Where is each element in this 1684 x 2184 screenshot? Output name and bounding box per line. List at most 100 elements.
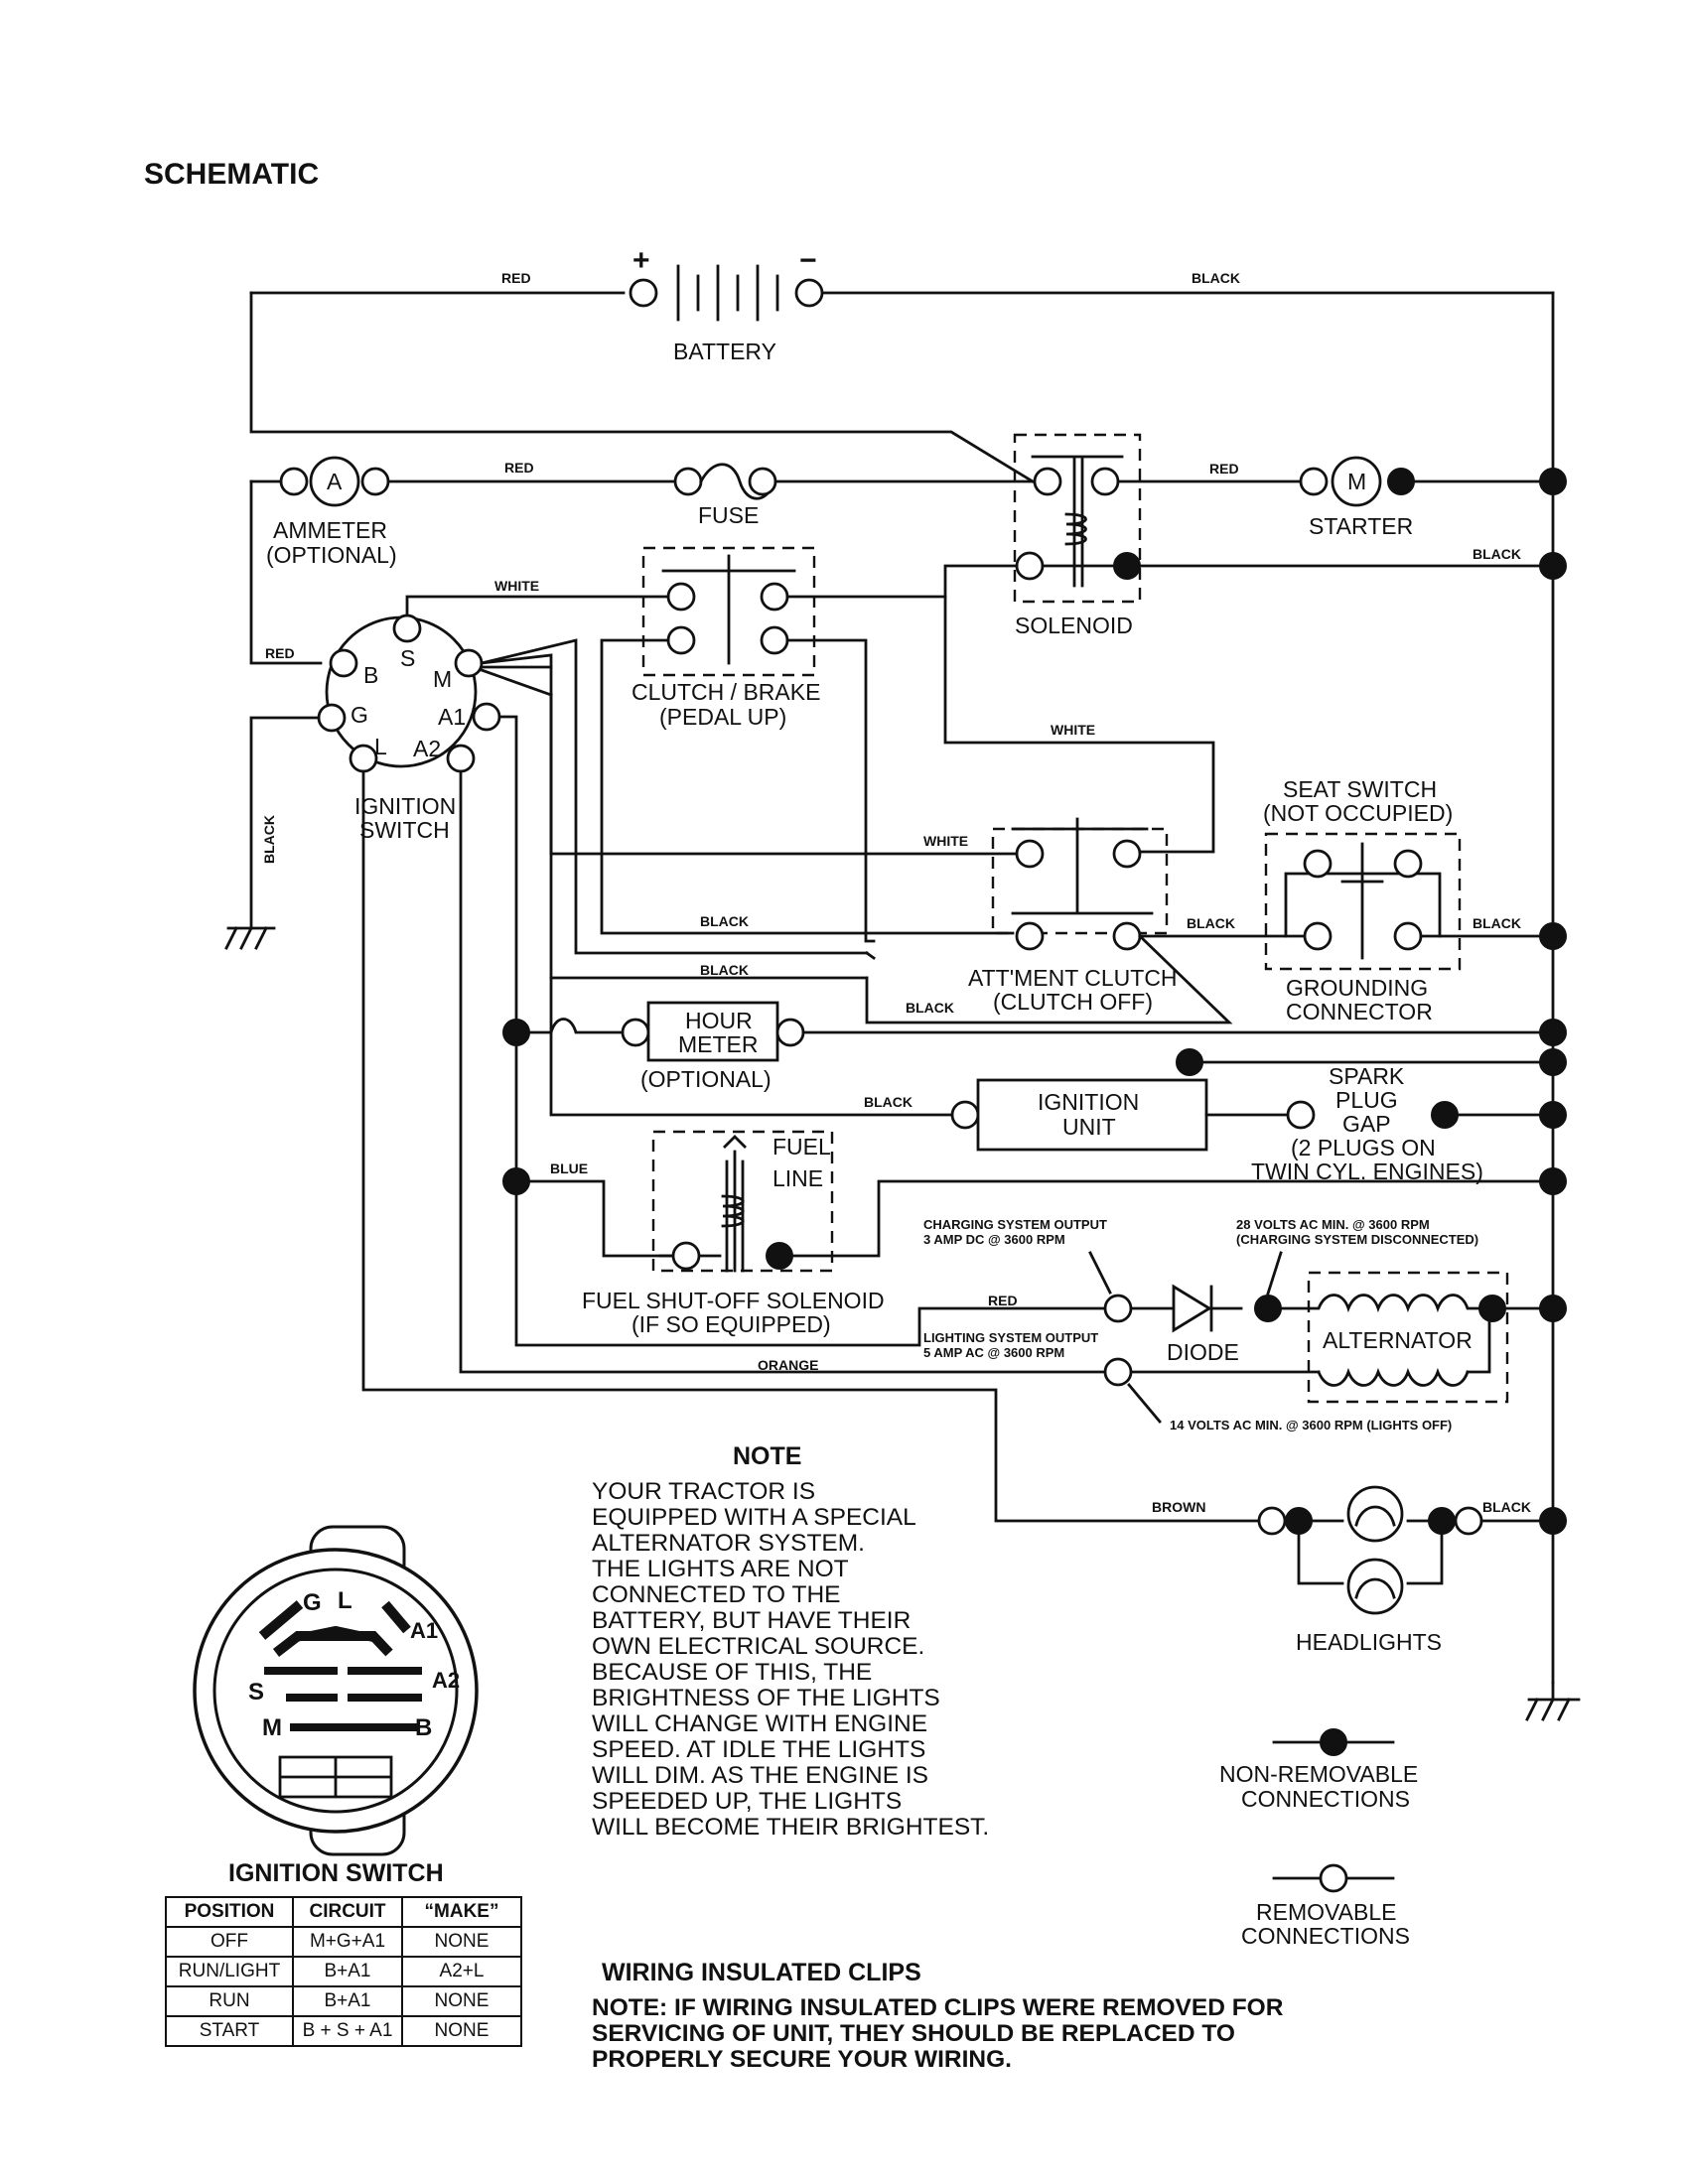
battery-minus-label: − [799, 244, 817, 277]
ignition-unit-label: IGNITION [1038, 1089, 1139, 1115]
note-line: WILL BECOME THEIR BRIGHTEST. [592, 1814, 989, 1841]
note-line: ALTERNATOR SYSTEM. [592, 1530, 865, 1557]
ignition-switch-table: POSITION CIRCUIT “MAKE” OFF M+G+A1 NONE … [165, 1896, 522, 2047]
ign-terminal-a1: A1 [438, 704, 466, 730]
ign-terminal-m: M [433, 666, 452, 692]
seat-switch-label: SEAT SWITCH [1283, 776, 1437, 802]
table-row: RUN/LIGHT B+A1 A2+L [165, 1956, 522, 1987]
spark-label: SPARK [1329, 1063, 1405, 1089]
ammeter: A AMMETER (OPTIONAL) RED [249, 456, 397, 665]
wire-ign-a1 [497, 715, 518, 1034]
note-line: WILL DIM. AS THE ENGINE IS [592, 1762, 928, 1789]
ign-terminal-l: L [374, 734, 387, 759]
wire-clutch-left [600, 638, 1015, 935]
table-row: OFF M+G+A1 NONE [165, 1926, 522, 1958]
table-cell: B+A1 [292, 1956, 403, 1987]
battery-label: BATTERY [673, 339, 776, 364]
table-cell: RUN/LIGHT [165, 1956, 294, 1987]
spark-plug-gap: SPARK PLUG GAP (2 PLUGS ON TWIN CYL. ENG… [1251, 1063, 1483, 1184]
volts28-disconnected: (CHARGING SYSTEM DISCONNECTED) [1236, 1232, 1478, 1247]
clips-heading: WIRING INSULATED CLIPS [602, 1959, 921, 1986]
table-header: “MAKE” [401, 1896, 522, 1928]
hour-meter-optional: (OPTIONAL) [640, 1066, 772, 1092]
ignition-unit: IGNITION UNIT [950, 1078, 1208, 1152]
headlights-label: HEADLIGHTS [1296, 1629, 1442, 1655]
table-cell: START [165, 2015, 294, 2047]
note-line: YOUR TRACTOR IS [592, 1478, 815, 1505]
legend-nonremovable-label-2: CONNECTIONS [1241, 1786, 1410, 1812]
legend-removable: REMOVABLE CONNECTIONS [1241, 1863, 1410, 1949]
seat-switch: SEAT SWITCH (NOT OCCUPIED) GROUNDING CON… [1263, 776, 1462, 1024]
wire-ign-l [361, 769, 1261, 1523]
table-row: RUN B+A1 NONE [165, 1985, 522, 2017]
wire-label-red-charging: RED [988, 1293, 1018, 1308]
wire-label-black-ground: BLACK [261, 815, 277, 864]
legend-removable-label-2: CONNECTIONS [1241, 1923, 1410, 1949]
charging-arrow [1088, 1251, 1112, 1295]
page-title: SCHEMATIC [144, 158, 319, 191]
switch-face-title: IGNITION SWITCH [228, 1859, 444, 1887]
volts28-label: 28 VOLTS AC MIN. @ 3600 RPM [1236, 1217, 1430, 1232]
wire-attment-black [865, 934, 1233, 1024]
wire-label-brown: BROWN [1152, 1499, 1205, 1515]
ammeter-symbol: A [327, 469, 343, 494]
wire-label-black-ign-unit: BLACK [864, 1094, 912, 1110]
legend-nonremovable-label: NON-REMOVABLE [1219, 1761, 1418, 1787]
table-cell: B + S + A1 [292, 2015, 403, 2047]
grounding-connector-label-2: CONNECTOR [1286, 999, 1433, 1024]
attachment-clutch-switch: ATT'MENT CLUTCH (CLUTCH OFF) [968, 817, 1178, 1015]
wire-label-white-attment: WHITE [923, 833, 968, 849]
wire-ign-unit-black [549, 976, 953, 1117]
legend-removable-label: REMOVABLE [1256, 1899, 1396, 1925]
ignition-switch: B S M G A1 L A2 IGNITION SWITCH [317, 614, 501, 843]
starter-label: STARTER [1309, 513, 1413, 539]
switch-face-m: M [262, 1714, 282, 1741]
note-line: EQUIPPED WITH A SPECIAL [592, 1504, 916, 1531]
spark-plug-label: PLUG [1335, 1087, 1398, 1113]
fuse: FUSE [673, 463, 777, 528]
wire-label-black-solenoid: BLACK [1473, 546, 1521, 562]
note-line: BATTERY, BUT HAVE THEIR [592, 1607, 911, 1634]
switch-face-g: G [303, 1589, 322, 1616]
wire-blue [514, 1179, 675, 1258]
diode: DIODE [1129, 1284, 1243, 1365]
table-cell: NONE [401, 1985, 522, 2017]
table-cell: OFF [165, 1926, 294, 1958]
wire-label-black-1: BLACK [700, 913, 749, 929]
fuel-shutoff-solenoid: FUEL LINE FUEL SHUT-OFF SOLENOID (IF SO … [582, 1130, 885, 1337]
clutch-brake-switch: CLUTCH / BRAKE (PEDAL UP) [632, 546, 820, 730]
clutch-brake-label: CLUTCH / BRAKE [632, 679, 820, 705]
ignition-switch-label: IGNITION [354, 793, 456, 819]
battery: + − BATTERY RED BLACK [249, 244, 1555, 483]
lighting-output-label: LIGHTING SYSTEM OUTPUT [923, 1330, 1098, 1345]
charging-output-label: CHARGING SYSTEM OUTPUT [923, 1217, 1107, 1232]
lighting-output-amps: 5 AMP AC @ 3600 RPM [923, 1345, 1064, 1360]
battery-plus-label: + [632, 244, 650, 277]
fuel-label: FUEL [772, 1134, 831, 1160]
ground-symbol-left: BLACK [224, 716, 321, 950]
switch-face-a1: A1 [410, 1618, 438, 1643]
note-line: THE LIGHTS ARE NOT [592, 1556, 849, 1582]
ign-terminal-b: B [363, 662, 378, 688]
wire-label-red-ammeter-ign: RED [265, 645, 295, 661]
wire-clutch-right [785, 638, 876, 943]
wire-solenoid-white [943, 564, 1215, 854]
ignition-switch-face: G L A1 A2 S M B IGNITION SWITCH [193, 1525, 479, 1887]
diode-label: DIODE [1167, 1339, 1239, 1365]
clips-line: PROPERLY SECURE YOUR WIRING. [592, 2046, 1012, 2073]
hour-meter-label-2: METER [678, 1031, 759, 1057]
table-row: START B + S + A1 NONE [165, 2015, 522, 2047]
volts14-arrow [1127, 1383, 1162, 1424]
ign-terminal-g: G [351, 702, 368, 728]
solenoid: SOLENOID [1013, 433, 1142, 638]
wire-a1-hourmeter [527, 1018, 637, 1034]
wire-label-black-3: BLACK [906, 1000, 954, 1016]
legend-nonremovable: NON-REMOVABLE CONNECTIONS [1219, 1728, 1418, 1812]
wire-label-orange: ORANGE [758, 1357, 818, 1373]
switch-face-b: B [415, 1714, 432, 1741]
ammeter-label: AMMETER [273, 517, 387, 543]
note-line: BRIGHTNESS OF THE LIGHTS [592, 1685, 940, 1711]
note-line: SPEED. AT IDLE THE LIGHTS [592, 1736, 925, 1763]
table-cell: A2+L [401, 1956, 522, 1987]
